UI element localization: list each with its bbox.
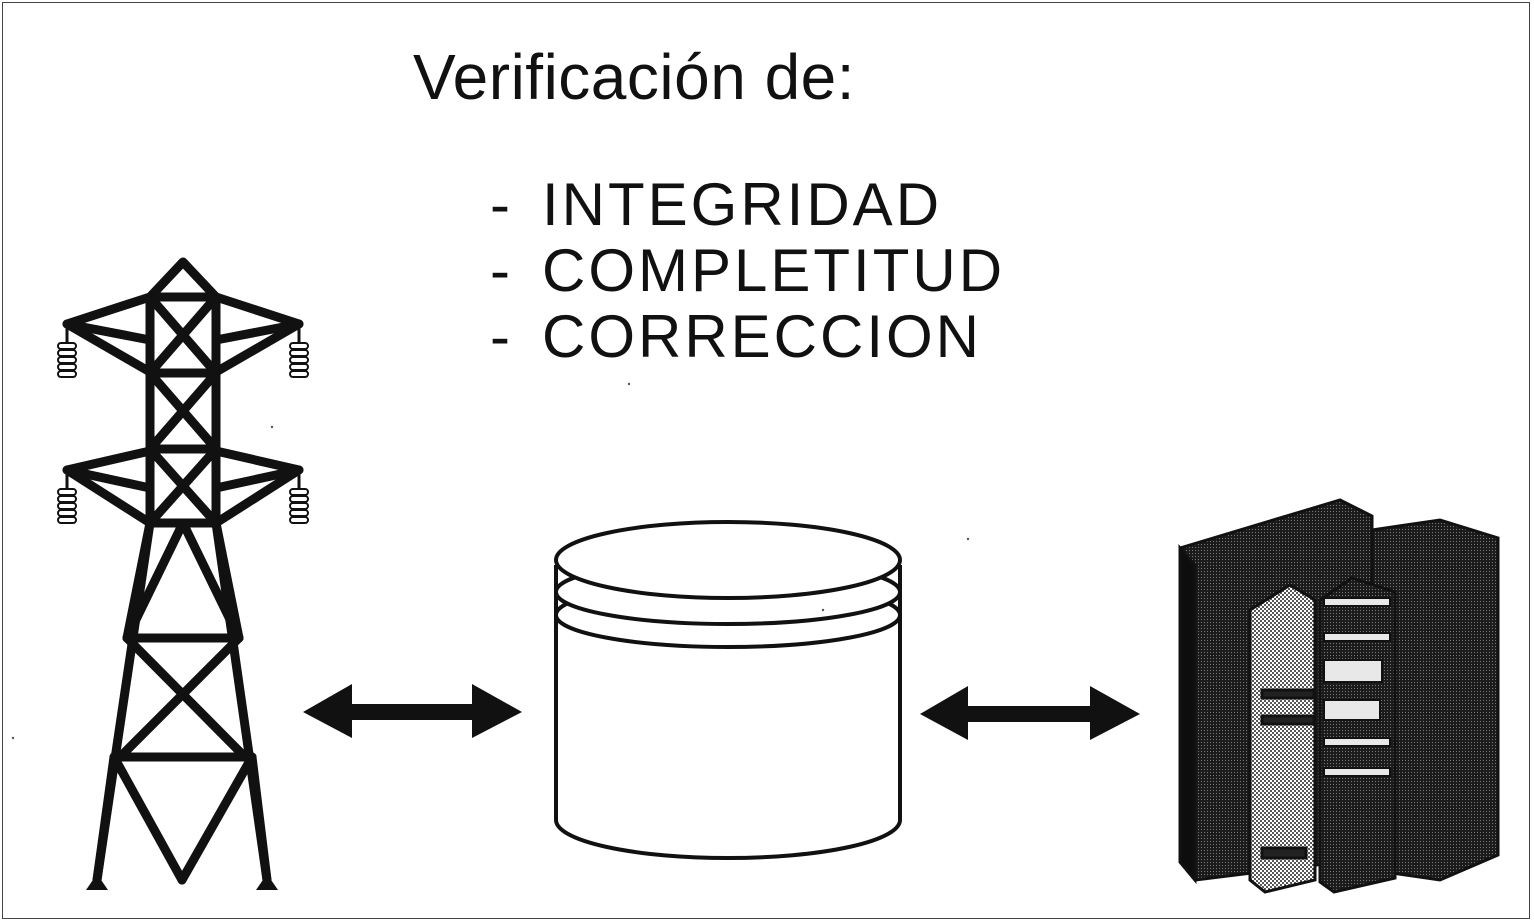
list-item-label: CORRECCION: [542, 303, 983, 370]
list-item-label: INTEGRIDAD: [542, 171, 943, 238]
list-item-completitud: -COMPLETITUD: [490, 236, 1005, 305]
double-arrow-icon: [920, 686, 1140, 740]
list-item-correccion: -CORRECCION: [490, 302, 982, 371]
database-cylinder-icon: [554, 520, 902, 860]
tower-insulators: [57, 324, 309, 524]
list-dash: -: [490, 237, 513, 304]
power-tower-icon: [62, 257, 304, 885]
slide-title: Verificación de:: [413, 41, 856, 113]
list-item-label: COMPLETITUD: [542, 237, 1006, 304]
books-icon: [1178, 498, 1500, 894]
list-dash: -: [490, 171, 513, 238]
list-dash: -: [490, 303, 513, 370]
list-item-integridad: -INTEGRIDAD: [490, 170, 942, 239]
tower-feet: [86, 874, 278, 890]
double-arrow-icon: [303, 684, 522, 738]
scan-specks: [11, 382, 970, 740]
